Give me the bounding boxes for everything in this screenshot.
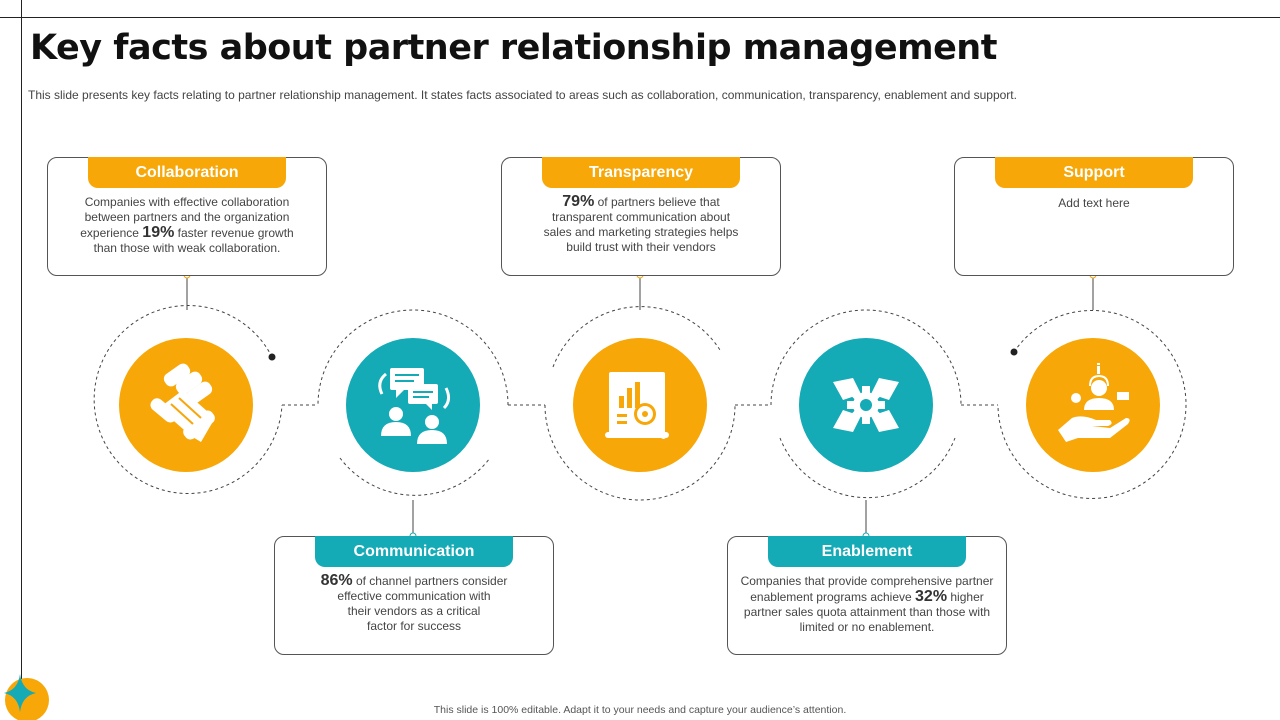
conversation-icon — [346, 338, 480, 472]
card-collaboration: Collaboration Companies with effective c… — [47, 157, 327, 276]
ring-4 — [770, 309, 962, 499]
card-title-transparency: Transparency — [542, 157, 740, 188]
card-title-enablement: Enablement — [768, 536, 966, 567]
slide-subtitle: This slide presents key facts relating t… — [28, 88, 1017, 102]
stat-32: 32% — [915, 588, 948, 605]
stat-19: 19% — [142, 224, 175, 241]
card-support: Support Add text here — [954, 157, 1234, 276]
card-communication: Communication 86% of channel partners co… — [274, 536, 554, 655]
support-hand-icon — [1026, 338, 1160, 472]
ring-5 — [997, 310, 1187, 499]
ring-1 — [93, 305, 283, 494]
card-text-support: Add text here — [1058, 196, 1130, 210]
report-magnifier-icon — [573, 338, 707, 472]
card-text-communication: 86% of channel partners consider effecti… — [320, 572, 508, 634]
card-text-enablement: Companies that provide comprehensive par… — [740, 574, 994, 634]
frame-left-line — [21, 0, 22, 720]
slide-title: Key facts about partner relationship man… — [30, 28, 997, 68]
card-text-transparency: 79% of partners believe that transparent… — [543, 193, 739, 255]
slide-footer: This slide is 100% editable. Adapt it to… — [433, 704, 847, 716]
card-transparency: Transparency 79% of partners believe tha… — [501, 157, 781, 276]
ring-2 — [317, 309, 509, 496]
card-text-collaboration: Companies with effective collaboration b… — [80, 195, 294, 255]
ring-3 — [544, 306, 736, 501]
card-title-communication: Communication — [315, 536, 513, 567]
stat-79: 79% — [562, 193, 595, 210]
card-enablement: Enablement Companies that provide compre… — [727, 536, 1007, 655]
card-title-collaboration: Collaboration — [88, 157, 286, 188]
card-title-support: Support — [995, 157, 1193, 188]
corner-logo — [4, 674, 49, 720]
frame-top-line — [0, 17, 1280, 18]
gear-hands-icon — [799, 338, 933, 472]
stat-86: 86% — [320, 572, 353, 589]
handshake-icon — [119, 338, 253, 472]
